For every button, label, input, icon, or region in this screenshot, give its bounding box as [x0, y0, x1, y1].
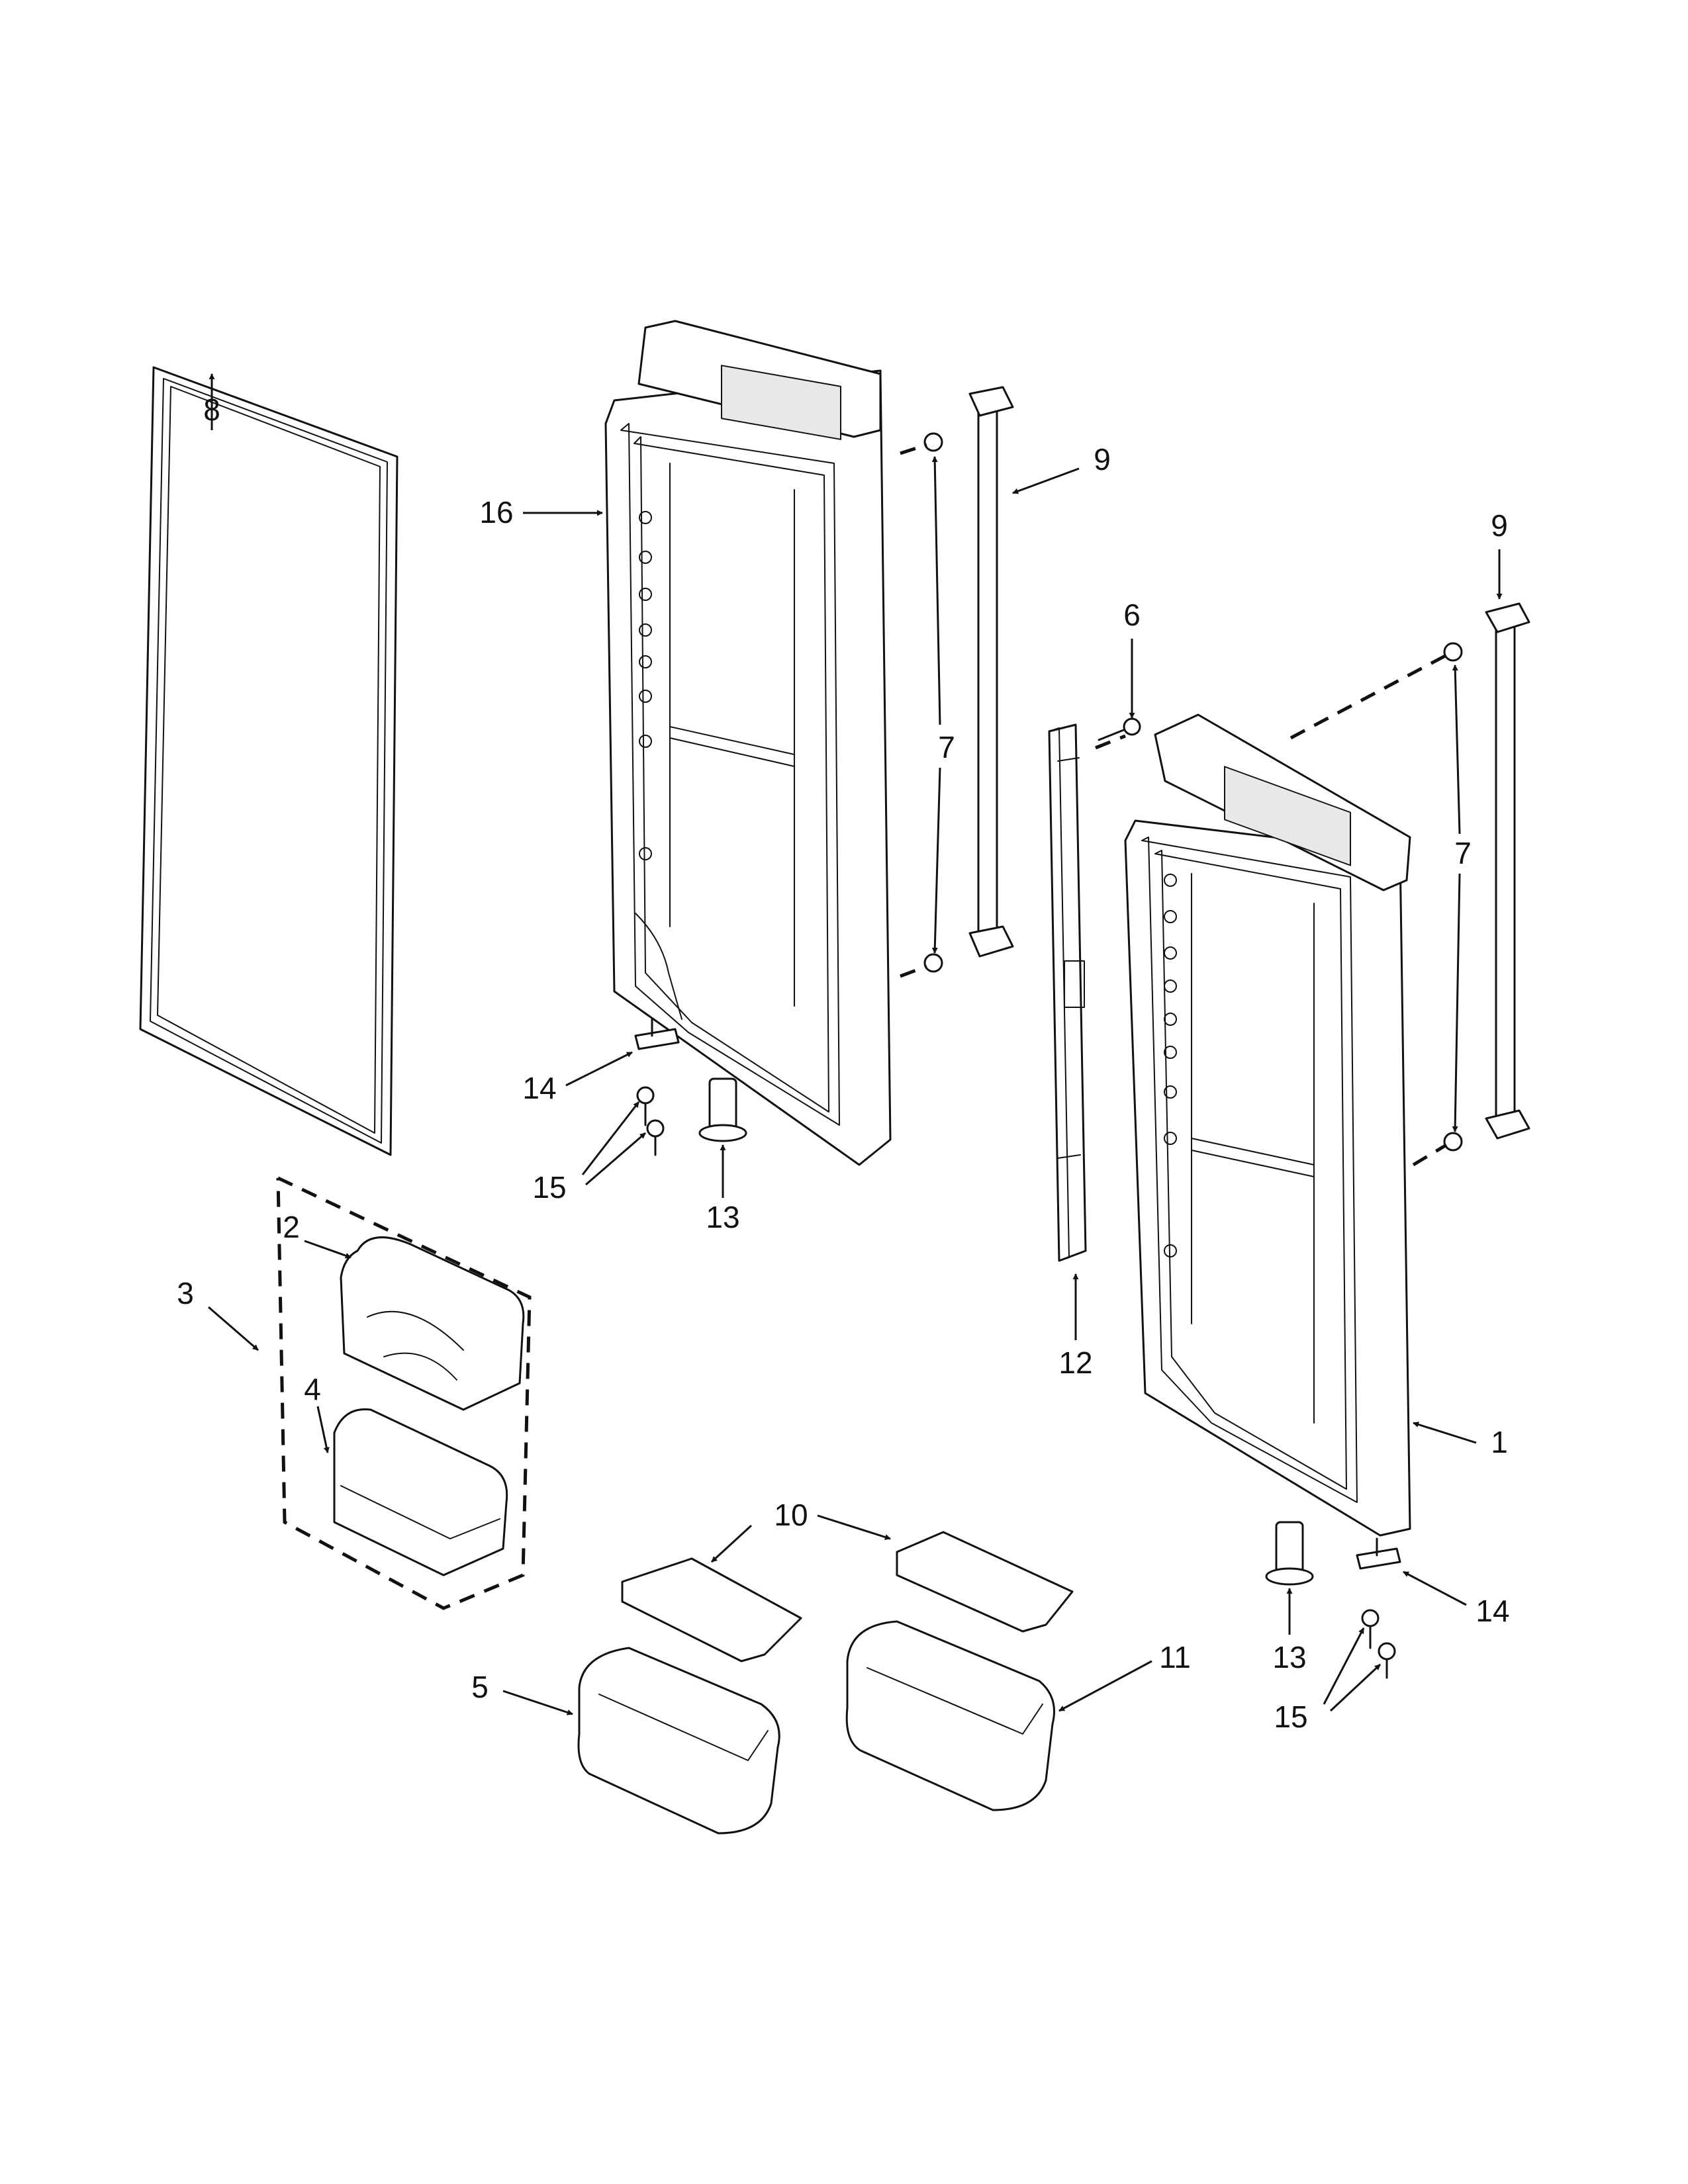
callout-11: 11 — [1159, 1640, 1191, 1674]
center-mullion — [1048, 723, 1087, 1262]
callout-1: 1 — [1491, 1425, 1508, 1459]
callout-14-left: 14 — [522, 1071, 556, 1105]
leader-7a-up — [931, 456, 941, 725]
callout-6: 6 — [1123, 598, 1141, 632]
leader-10a — [710, 1524, 753, 1563]
right-bin-cover — [896, 1531, 1074, 1633]
callout-14-right: 14 — [1476, 1594, 1509, 1628]
right-hinge-pin — [1265, 1521, 1314, 1586]
callout-9-left: 9 — [1094, 442, 1111, 477]
door-gasket — [139, 366, 399, 1156]
right-door-bin-supports — [1164, 874, 1177, 1257]
left-door-handle — [968, 386, 1014, 958]
leader-15a-1 — [581, 1101, 640, 1175]
left-bin-cover — [621, 1557, 802, 1662]
callout-15-right: 15 — [1274, 1700, 1307, 1734]
right-door-handle — [1485, 602, 1530, 1140]
left-door-bin — [577, 1647, 780, 1835]
leader-7b-down — [1452, 873, 1461, 1132]
callout-13-right: 13 — [1272, 1640, 1306, 1674]
callout-12: 12 — [1058, 1345, 1092, 1380]
left-door — [604, 320, 892, 1166]
dairy-door — [340, 1236, 525, 1411]
callout-5: 5 — [471, 1670, 489, 1704]
right-hinge-screws — [1361, 1609, 1396, 1679]
callout-7-right: 7 — [1454, 836, 1472, 870]
dairy-assembly-outline — [276, 1176, 532, 1610]
callout-7-left: 7 — [938, 730, 955, 764]
leader-2 — [304, 1240, 352, 1259]
callout-8: 8 — [203, 392, 220, 427]
leader-11 — [1058, 1660, 1152, 1712]
leader-15b-2 — [1329, 1663, 1382, 1712]
leader-3 — [208, 1306, 259, 1351]
callout-16: 16 — [479, 495, 513, 529]
left-door-bin-supports — [639, 511, 652, 860]
left-hinge-pin — [698, 1077, 747, 1142]
right-door-bin — [845, 1620, 1055, 1811]
leader-14a — [565, 1051, 633, 1087]
alignment-lines — [900, 443, 1448, 1167]
right-door — [1124, 713, 1411, 1537]
callout-13-left: 13 — [706, 1200, 739, 1234]
left-hinge-screws — [636, 1086, 665, 1156]
callout-9-right: 9 — [1491, 508, 1508, 543]
leader-5 — [502, 1690, 573, 1715]
dairy-bin — [333, 1408, 508, 1576]
handle-mounting-studs — [923, 432, 1463, 1152]
leader-10b — [817, 1514, 891, 1540]
callout-4: 4 — [304, 1372, 321, 1406]
leader-14b — [1403, 1570, 1467, 1606]
mullion-screw — [1098, 717, 1141, 741]
leader-lines — [208, 373, 1503, 1715]
callout-labels: 8 16 9 9 6 7 7 14 15 13 12 1 14 13 15 2 … — [177, 392, 1509, 1734]
leader-15a-2 — [585, 1132, 646, 1186]
right-hinge-bracket — [1356, 1537, 1401, 1570]
left-hinge-bracket — [634, 1018, 680, 1050]
callout-10: 10 — [774, 1498, 808, 1532]
leader-9a — [1012, 467, 1080, 494]
leader-1 — [1413, 1422, 1477, 1444]
callout-2: 2 — [283, 1210, 300, 1244]
leader-7b-up — [1452, 664, 1461, 835]
leader-7a-down — [931, 767, 941, 954]
leader-15b-1 — [1323, 1627, 1365, 1705]
callout-3: 3 — [177, 1276, 194, 1310]
leader-4 — [316, 1406, 330, 1453]
callout-15-left: 15 — [532, 1170, 566, 1205]
